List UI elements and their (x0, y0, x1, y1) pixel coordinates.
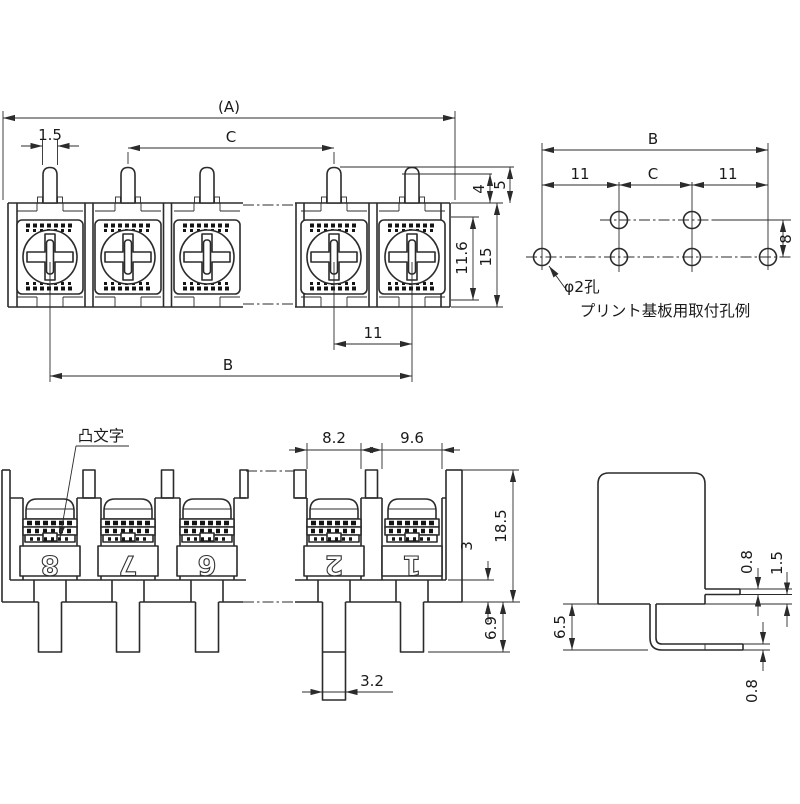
dim-label-center-pitch: C (226, 128, 236, 146)
screw-terminal (93, 165, 163, 309)
hole-diameter-label: φ2孔 (564, 278, 600, 296)
pcb-view-caption: プリント基板用取付孔例 (580, 302, 751, 320)
dim-label-standoff-height: 6.5 (551, 615, 569, 639)
terminal-number: 2 (325, 549, 344, 580)
dim-label-pcb-span: B (648, 130, 658, 148)
dim-label-pin-height: 5 (491, 180, 509, 190)
dim-label-tab-thickness: 0.8 (738, 550, 756, 574)
dim-label-lead-thickness: 0.8 (743, 679, 761, 703)
dim-label-overall-width: (A) (218, 98, 240, 116)
dimensions-side: 6.5 0.8 1.5 0.8 (551, 550, 792, 703)
dim-label-cell-width: 8.2 (322, 429, 346, 447)
terminal-block-body-lower: 8 7 6 2 1 (1, 469, 463, 701)
dim-label-inner-height: 11.6 (453, 241, 471, 274)
solder-tab (705, 588, 741, 596)
solder-pin (399, 602, 425, 653)
side-body (597, 472, 744, 651)
dim-label-lower-body-height: 18.5 (492, 509, 510, 542)
leader-arrow (59, 445, 77, 539)
dim-label-row-offset: 8 (777, 234, 795, 244)
dim-label-pcb-right-pitch: 11 (718, 165, 737, 183)
solder-pin (194, 602, 220, 653)
solder-pin (37, 602, 63, 653)
dim-label-mounting-span: B (223, 356, 233, 374)
pcb-hole-layout-view: B 11 C 11 8 φ2孔 プリント基板用取付孔例 (526, 130, 795, 320)
dim-label-pcb-left-pitch: 11 (570, 165, 589, 183)
dim-label-body-height: 15 (477, 247, 495, 266)
dim-label-pin-width: 1.5 (38, 126, 62, 144)
dim-label-lower-pin-width: 3.2 (360, 672, 384, 690)
dim-label-end-cell-width: 9.6 (400, 429, 424, 447)
dim-label-end-pitch: 11 (363, 324, 382, 342)
solder-pin (115, 602, 141, 653)
terminal-block-body (7, 165, 451, 309)
dim-label-pcb-center-pitch: C (648, 165, 658, 183)
dim-label-pin-shoulder: 4 (470, 184, 488, 194)
dimensions-upper: (A) C 1.5 4 5 11.6 15 11 B (2, 98, 514, 382)
emboss-note-label: 凸文字 (78, 427, 125, 445)
terminal-number: 7 (119, 549, 138, 580)
terminal-number: 6 (198, 549, 217, 580)
solder-pin-long (321, 602, 347, 701)
terminal-number: 8 (41, 549, 60, 580)
terminal-number: 1 (403, 549, 422, 580)
leader-arrow (548, 265, 566, 289)
front-view-lower: 8 7 6 2 1 凸文字 8.2 9.6 (1, 427, 520, 701)
dim-label-base-step: 3 (458, 541, 476, 551)
front-view-upper: (A) C 1.5 4 5 11.6 15 11 B (2, 98, 514, 382)
screw-terminal (172, 165, 242, 309)
bent-lead (649, 604, 743, 651)
side-view: 6.5 0.8 1.5 0.8 (551, 472, 792, 703)
dim-label-pin-length: 6.9 (482, 616, 500, 640)
dim-label-tab-clearance: 1.5 (768, 551, 786, 575)
dimensions-lower: 凸文字 8.2 9.6 3 18.5 6.9 (59, 427, 520, 696)
